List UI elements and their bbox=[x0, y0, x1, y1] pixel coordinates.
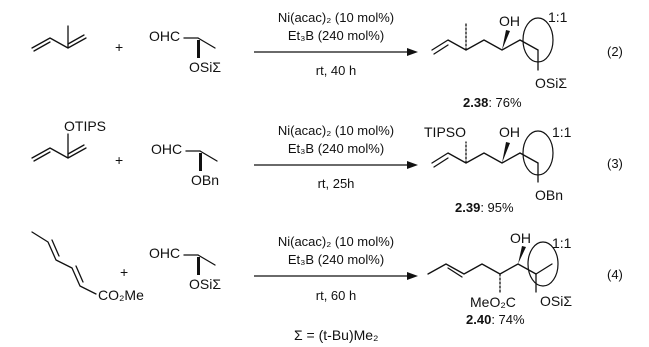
wedge-bond bbox=[502, 142, 510, 163]
product-skeleton bbox=[427, 263, 537, 275]
equation-number: (2) bbox=[607, 44, 623, 59]
yield-label: 2.39: 95% bbox=[455, 200, 514, 215]
product-oh-label: OH bbox=[499, 124, 520, 140]
reagent-label: Et₃B (240 mol%) bbox=[288, 141, 384, 156]
yield-label: 2.38: 76% bbox=[463, 95, 522, 110]
product-substituent-label: OSiΣ bbox=[535, 75, 567, 91]
reaction-4: CO₂Me + OHC OSiΣ Ni(acac)₂ (10 mol%) Et₃… bbox=[31, 230, 623, 327]
wedge-bond bbox=[197, 257, 200, 275]
conditions-label: rt, 25h bbox=[318, 176, 355, 191]
sigma-definition: Σ = (t-Bu)Me₂ bbox=[294, 327, 379, 343]
product-substituent-label: OSiΣ bbox=[540, 293, 572, 309]
stereocenter-ring bbox=[522, 130, 554, 176]
reaction-3: OTIPS + OHC OBn Ni(acac)₂ (10 mol%) Et₃B… bbox=[31, 118, 623, 215]
reagent-label: Et₃B (240 mol%) bbox=[288, 28, 384, 43]
double-bond bbox=[67, 34, 85, 45]
wedge-bond bbox=[502, 30, 510, 50]
product-substituent-label: OBn bbox=[535, 187, 563, 203]
reaction-2: + OHC OSiΣ Ni(acac)₂ (10 mol%) Et₃B (240… bbox=[31, 9, 623, 110]
double-bond bbox=[433, 157, 449, 168]
double-bond bbox=[447, 267, 463, 278]
aldehyde-cho-label: OHC bbox=[151, 141, 182, 157]
catalyst-label: Ni(acac)₂ (10 mol%) bbox=[278, 234, 394, 249]
plus-sign: + bbox=[120, 264, 128, 280]
double-bond bbox=[75, 265, 84, 283]
double-bond bbox=[33, 151, 51, 162]
double-bond bbox=[67, 144, 85, 155]
ratio-label: 1:1 bbox=[548, 9, 568, 25]
product-ester-label: MeO₂C bbox=[470, 294, 516, 310]
arrow-head bbox=[407, 272, 418, 280]
diene-structure bbox=[31, 147, 87, 159]
ratio-label: 1:1 bbox=[552, 124, 572, 140]
ratio-label: 1:1 bbox=[552, 235, 572, 251]
arrow-head bbox=[407, 161, 418, 169]
methyl-bond bbox=[197, 254, 216, 266]
yield-label: 2.40: 74% bbox=[466, 312, 525, 327]
diene-ester-label: CO₂Me bbox=[98, 287, 144, 303]
diene-substituent-label: OTIPS bbox=[64, 118, 106, 134]
methyl-bond bbox=[199, 150, 218, 162]
reagent-label: Et₃B (240 mol%) bbox=[288, 252, 384, 267]
double-bond bbox=[33, 41, 51, 52]
methyl-bond bbox=[197, 37, 216, 49]
stereocenter-ring bbox=[527, 241, 559, 287]
product-skeleton bbox=[431, 39, 521, 51]
product-left-label: TIPSO bbox=[424, 124, 466, 140]
conditions-label: rt, 40 h bbox=[316, 63, 356, 78]
aldehyde-substituent-label: OSiΣ bbox=[189, 59, 221, 75]
dienoate-structure bbox=[31, 231, 97, 295]
product-oh-label: OH bbox=[510, 230, 531, 246]
double-bond bbox=[433, 44, 449, 55]
product-skeleton bbox=[431, 152, 521, 164]
plus-sign: + bbox=[115, 39, 123, 55]
product-oh-label: OH bbox=[499, 13, 520, 29]
wedge-bond bbox=[197, 40, 200, 58]
aldehyde-substituent-label: OSiΣ bbox=[189, 276, 221, 292]
double-bond bbox=[51, 239, 60, 257]
isoprene-structure bbox=[31, 37, 87, 49]
aldehyde-cho-label: OHC bbox=[149, 245, 180, 261]
equation-number: (4) bbox=[607, 267, 623, 282]
catalyst-label: Ni(acac)₂ (10 mol%) bbox=[278, 10, 394, 25]
plus-sign: + bbox=[115, 152, 123, 168]
conditions-label: rt, 60 h bbox=[316, 288, 356, 303]
aldehyde-substituent-label: OBn bbox=[191, 172, 219, 188]
equation-number: (3) bbox=[607, 156, 623, 171]
aldehyde-cho-label: OHC bbox=[149, 28, 180, 44]
catalyst-label: Ni(acac)₂ (10 mol%) bbox=[278, 123, 394, 138]
wedge-bond bbox=[199, 153, 202, 171]
arrow-head bbox=[407, 48, 418, 56]
bond bbox=[535, 263, 553, 275]
stereocenter-ring bbox=[522, 17, 554, 63]
wedge-bond bbox=[518, 246, 526, 264]
